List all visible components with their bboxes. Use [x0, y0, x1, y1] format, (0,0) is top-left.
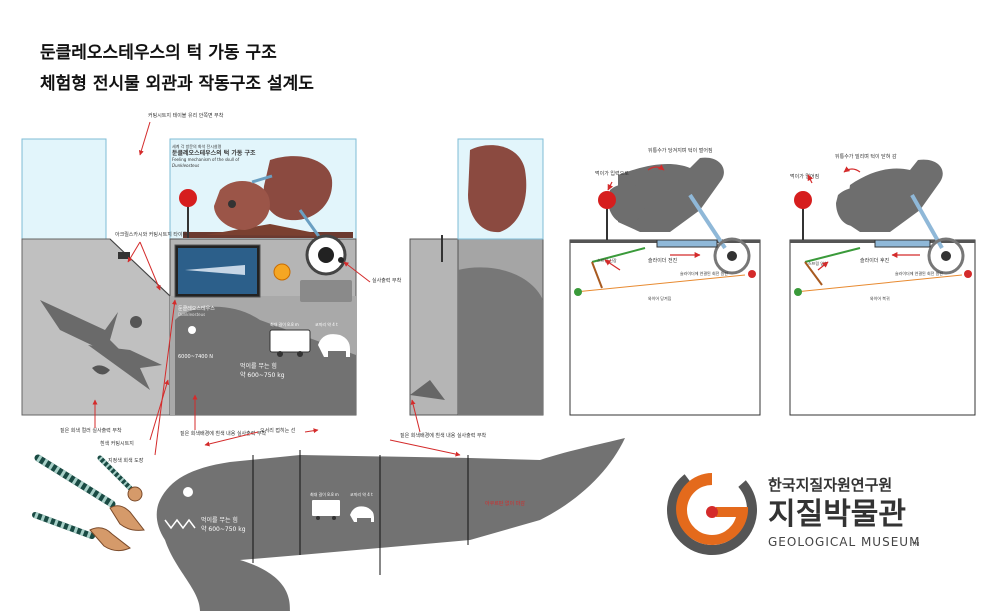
glass-case-left	[21, 138, 107, 240]
elephant-icon	[318, 334, 350, 357]
museum-logo	[667, 465, 757, 555]
label-slider-note2: 슬라이더에 연결된 회전 원판	[895, 270, 943, 276]
callout-arrows-left	[92, 121, 461, 457]
red-knob	[179, 189, 197, 207]
label-dunkle-latin: Dunkleosteus	[178, 312, 205, 317]
panel-small: 세계 각 방문의 화석 전시설명	[172, 143, 222, 149]
label-slider-move: 슬라이더 전진	[648, 257, 678, 264]
label-white-sheet: 흰색 커팅시트지	[100, 440, 134, 447]
label-silk-print: 실사출력 부착	[372, 277, 402, 284]
flat-bite-text2: 약 600~750 kg	[201, 525, 246, 533]
label-bite-force: 6000~7400 N	[178, 354, 213, 360]
logo-org: 한국지질자원연구원	[768, 476, 892, 494]
logo-tm: TM	[911, 542, 919, 548]
label-wire-pull: 와이어 당겨짐	[648, 295, 672, 301]
label-bite-text2: 약 600~750 kg	[240, 371, 285, 379]
label-dunkle-name: 둔클레오스테우스	[178, 305, 215, 312]
front-fish-silhouette	[175, 306, 356, 415]
logo-ring	[667, 465, 757, 555]
flat-bite-text1: 먹이를 무는 힘	[201, 516, 238, 524]
label-slider-back: 슬라이더 후진	[860, 257, 890, 264]
label-cut-line: 오서리 접히는 선	[260, 427, 296, 434]
label-max-length: 최대 길이 8.8 m	[270, 321, 299, 327]
panel-sub: Feeling mechanism of the skull of	[172, 157, 240, 162]
title-line-1: 둔클레오스테우스의 턱 가동 구조	[40, 43, 277, 63]
label-elephant: 코끼리 약 4 t	[315, 321, 338, 327]
label-spring2: 스프링 압축	[808, 260, 828, 266]
label-spring: 스프링 신장	[597, 257, 617, 263]
label-flat-gray: 짙은 회색 컬러 실사출력 부착	[60, 427, 122, 434]
label-gray-bg2: 짙은 회색배경에 흰색 내용 실사출력 부착	[400, 432, 487, 439]
label-rear-push2: 뒤통수가 밀리며 턱이 닫혀 감	[835, 153, 897, 160]
label-sheet-glass: 커팅시트지 테이블 유리 안쪽면 부착	[148, 112, 224, 119]
label-mouth-in: 먹이가 입력으로	[595, 170, 629, 177]
flat-max-length: 최대 길이 8.8 m	[310, 491, 339, 497]
flat-layout	[32, 438, 625, 611]
title-line-2: 체험형 전시물 외관과 작동구조 설계도	[40, 74, 314, 94]
logo-g-mark	[676, 473, 749, 545]
logo-museum: 지질박물관	[768, 497, 906, 532]
skull-jaw	[214, 180, 270, 230]
skull-side-view	[468, 145, 527, 233]
mechanism-arrows	[604, 164, 920, 271]
bus-icon	[269, 329, 311, 353]
label-paint: 지정색 회색 도장	[108, 457, 144, 464]
skull-back	[263, 156, 333, 221]
label-bite-text1: 먹이를 무는 힘	[240, 362, 277, 370]
logo-english: GEOLOGICAL MUSEUM	[768, 535, 920, 549]
orange-badge	[273, 263, 291, 281]
label-gray-bg: 짙은 회색배경에 흰색 내용 실사출력 부착	[180, 430, 267, 437]
label-rear-push: 뒤통수가 당겨지며 턱이 벌어짐	[648, 147, 713, 154]
side-fish-silhouette	[40, 300, 125, 355]
mechanism-close	[789, 159, 976, 416]
flat-elephant: 코끼리 약 4 t	[350, 491, 373, 497]
hinge	[118, 252, 130, 259]
exhibit-front-view	[21, 138, 544, 416]
label-mouth-out: 먹이가 멀어짐	[790, 173, 819, 180]
panel-title: 둔클레오스테우스의 턱 가동 구조	[172, 149, 256, 157]
label-wire-release: 와이어 복귀	[870, 295, 890, 301]
label-acrylic: 아크릴스카시와 커팅시트지 타이틀	[115, 231, 188, 238]
label-slider-note: 슬라이더에 연결된 회전 원판	[680, 270, 728, 276]
label-red-note: 아쿠르판 없이 마감	[485, 500, 525, 507]
mechanism-open	[569, 157, 761, 416]
panel-latin: Dunkleosteus	[172, 163, 199, 168]
flat-fish-silhouette	[156, 438, 625, 611]
